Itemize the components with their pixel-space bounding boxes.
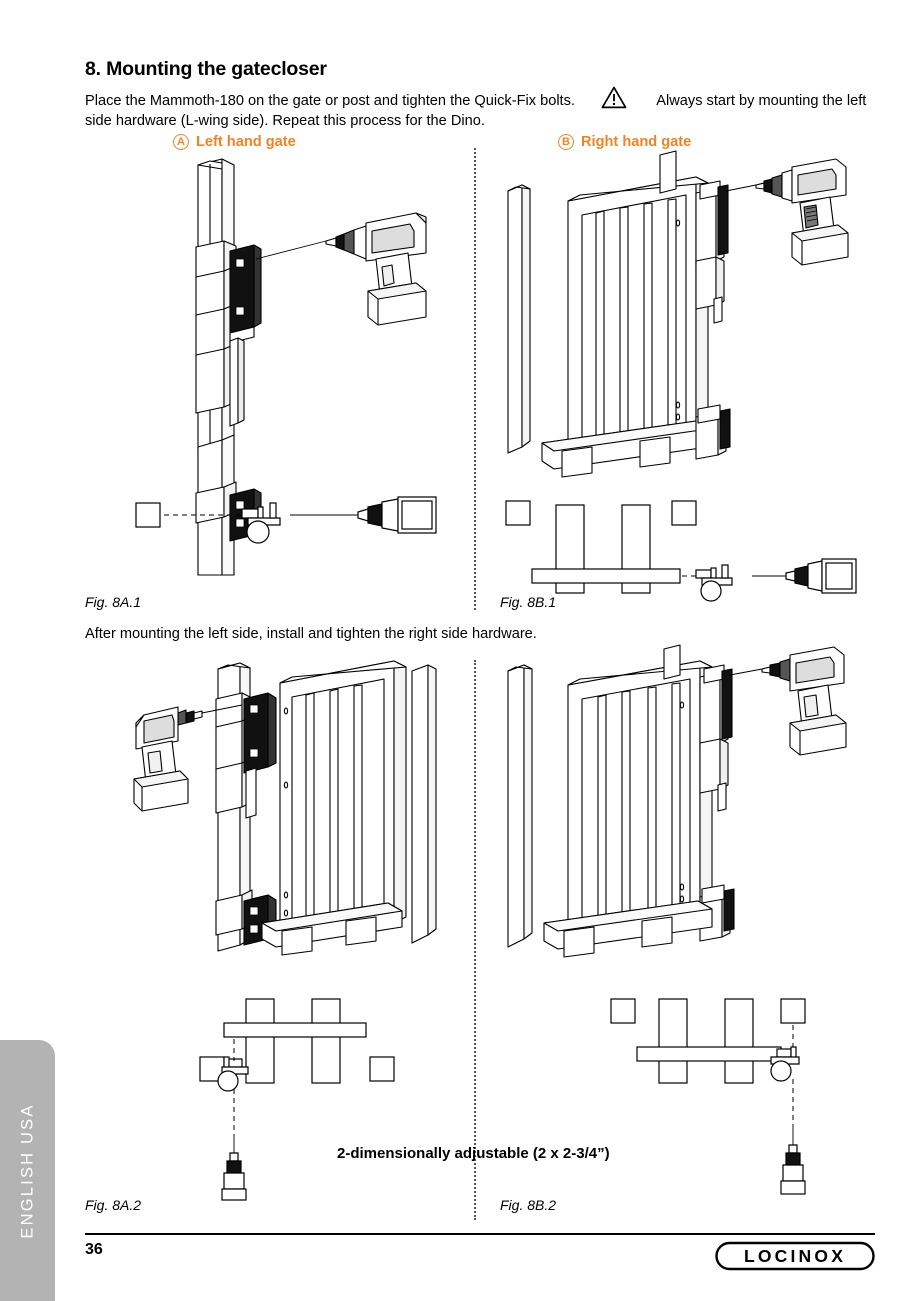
figure-8b1-planview — [500, 495, 860, 602]
page-title: 8. Mounting the gatecloser — [85, 58, 327, 80]
language-tab-label: ENGLISH USA — [18, 1102, 36, 1239]
intro-text-part1: Place the Mammoth-180 on the gate or pos… — [85, 93, 575, 109]
mid-instruction-text: After mounting the left side, install an… — [85, 626, 537, 642]
figure-8a2-illustration — [130, 655, 470, 956]
figure-8b1-illustration — [500, 150, 870, 485]
figure-8b2-illustration — [500, 644, 870, 958]
column-divider-bottom — [474, 660, 476, 1220]
column-divider-top — [474, 148, 476, 610]
page-content: 8. Mounting the gatecloser Place the Mam… — [85, 0, 875, 1301]
left-hand-gate-label: A Left hand gate — [173, 134, 296, 150]
page-number: 36 — [85, 1241, 103, 1258]
figure-caption-8a2: Fig. 8A.2 — [85, 1197, 142, 1213]
intro-paragraph: Place the Mammoth-180 on the gate or pos… — [85, 86, 875, 131]
figure-caption-8a1: Fig. 8A.1 — [85, 594, 142, 610]
badge-a: A — [173, 134, 189, 150]
language-tab: ENGLISH USA — [0, 1040, 55, 1301]
right-hand-gate-label: B Right hand gate — [558, 134, 691, 150]
right-hand-gate-text: Right hand gate — [581, 134, 692, 150]
figure-8b2-planview — [605, 985, 835, 1200]
figure-8a1-planview — [130, 495, 437, 565]
warning-triangle-icon — [601, 86, 627, 109]
figure-caption-8b2: Fig. 8B.2 — [500, 1197, 557, 1213]
locinox-wordmark: LOCINOX — [744, 1246, 846, 1266]
figure-8a2-planview — [190, 985, 420, 1201]
badge-b: B — [558, 134, 574, 150]
left-hand-gate-text: Left hand gate — [196, 134, 296, 150]
intro-text-part2: Always start by mounting the left — [656, 93, 867, 109]
locinox-logo: LOCINOX — [715, 1241, 875, 1271]
figure-caption-8b1: Fig. 8B.1 — [500, 594, 557, 610]
adjustability-note: 2-dimensionally adjustable (2 x 2-3/4”) — [337, 1145, 610, 1162]
intro-text-line2: side hardware (L-wing side). Repeat this… — [85, 113, 485, 129]
footer-divider — [85, 1233, 875, 1235]
figure-8a1-illustration — [130, 155, 450, 576]
